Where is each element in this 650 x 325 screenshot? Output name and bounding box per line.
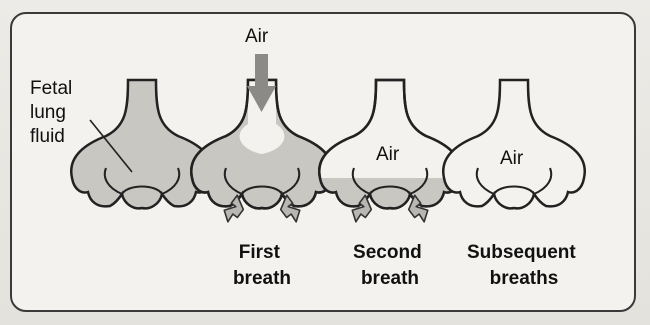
fetal-fluid-label: Fetal lung fluid: [30, 78, 78, 147]
lung-subsequent-breaths: [443, 80, 585, 208]
air-label-subsequent: Air: [500, 148, 524, 169]
stage-first-label: First breath: [233, 242, 291, 289]
stage-subsequent-label: Subsequent breaths: [467, 242, 581, 289]
air-label-second: Air: [376, 144, 400, 165]
lung-fetal-fluid: [71, 80, 213, 208]
stage-second-label: Second breath: [353, 242, 427, 289]
lung-fetal: [71, 80, 213, 208]
air-inflow-label: Air: [245, 26, 269, 47]
